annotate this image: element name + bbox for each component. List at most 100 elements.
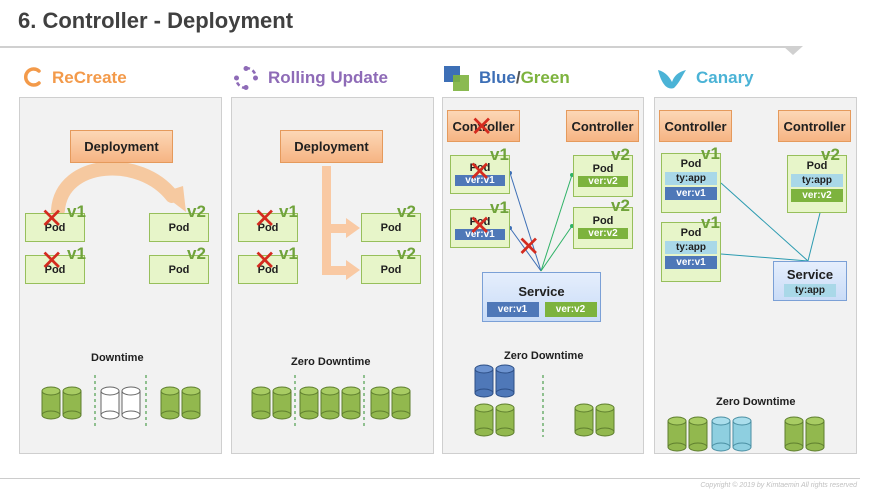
rolling-pod-v1-bottom: Pod	[238, 255, 298, 284]
bg-link-v1-top	[509, 172, 542, 272]
bg-delete-icon-top: ✕	[468, 156, 492, 187]
bg-delete-icon-bottom: ✕	[468, 210, 492, 241]
cylinder-green	[391, 386, 411, 420]
rolling-v1-bottom-label: v1	[279, 244, 298, 263]
app-tag: ty:app	[665, 172, 717, 185]
recreate-pod-v1-bottom: Pod	[25, 255, 85, 284]
cylinder-green	[474, 403, 494, 437]
cylinder-green	[370, 386, 390, 420]
bluegreen-cylinders-green-left	[473, 403, 519, 442]
recreate-title: ReCreate	[52, 68, 127, 87]
recreate-swap-arrow	[51, 161, 179, 217]
page-title: 6. Controller - Deployment	[18, 8, 294, 33]
pod-label: Pod	[257, 263, 279, 276]
rolling-pod-v1-top: Pod	[238, 213, 298, 242]
rolling-delete-icon-bottom: ✕	[253, 245, 277, 276]
pod-label: Pod	[44, 221, 66, 234]
canary-v1-top-label: v1	[701, 144, 720, 163]
service-label: Service	[518, 284, 565, 299]
pod-label: Pod	[680, 158, 702, 170]
service-label: Service	[786, 267, 834, 282]
green-label: Green	[520, 68, 570, 87]
canary-pod-v1-top: Pod ty:app ver:v1	[661, 153, 721, 213]
bg-pod-v1-bottom: Pod ver:v1	[450, 209, 510, 248]
rolling-v2-top-label: v2	[397, 202, 416, 221]
selector-tag: ty:app	[784, 284, 836, 297]
rolling-stem	[322, 166, 331, 270]
recreate-pod-v1-top: Pod	[25, 213, 85, 242]
pod-label: Pod	[44, 263, 66, 276]
bg-v1-top-label: v1	[490, 145, 509, 164]
selector-tag-v2: ver:v2	[544, 302, 597, 317]
bg-service: Service ver:v1 ver:v2	[482, 272, 601, 322]
pod-label: Pod	[680, 227, 702, 239]
rolling-pod-v2-bottom: Pod	[361, 255, 421, 284]
cylinder-green	[160, 386, 180, 420]
cylinder-blue	[495, 364, 515, 398]
ver-tag: ver:v1	[665, 187, 717, 200]
rolling-update-title: Rolling Update	[268, 68, 388, 87]
recreate-icon	[22, 66, 44, 88]
recreate-v2-bottom-label: v2	[187, 244, 206, 263]
recreate-delete-icon-bottom: ✕	[40, 245, 64, 276]
canary-v1-bottom-label: v1	[701, 213, 720, 232]
ver-tag: ver:v1	[665, 256, 717, 269]
canary-link-v1-bottom	[720, 253, 809, 262]
cylinder-green	[688, 416, 708, 452]
recreate-cylinders	[40, 386, 210, 425]
rolling-caption: Zero Downtime	[291, 356, 371, 368]
bg-pod-v2-top: Pod ver:v2	[573, 155, 633, 197]
selector-tag-v1: ver:v1	[486, 302, 539, 317]
cylinder-green	[341, 386, 361, 420]
rolling-branch-2	[322, 266, 348, 275]
footer-divider	[0, 478, 860, 479]
bg-v1-bottom-label: v1	[490, 198, 509, 217]
canary-caption: Zero Downtime	[716, 396, 796, 408]
bg-link-v2-bottom	[540, 225, 573, 272]
ver-tag: ver:v2	[791, 189, 843, 202]
bluegreen-cylinders-blue	[473, 364, 519, 403]
recreate-caption: Downtime	[91, 352, 144, 364]
canary-pod-v2: Pod ty:app ver:v2	[787, 155, 847, 213]
canary-cylinders	[666, 416, 836, 457]
cylinder-green	[495, 403, 515, 437]
pod-label: Pod	[469, 216, 491, 228]
cylinder-green	[574, 403, 594, 437]
cylinder-green	[299, 386, 319, 420]
header-divider	[0, 46, 790, 48]
bg-disconnect-icon: ✕	[517, 231, 541, 262]
rolling-cylinders	[250, 386, 420, 425]
canary-controller-v1: Controller	[659, 110, 732, 142]
bg-v2-bottom-label: v2	[611, 196, 630, 215]
pod-label: Pod	[469, 162, 491, 174]
cylinder-green	[805, 416, 825, 452]
bg-pod-v1-top: Pod ver:v1	[450, 155, 510, 194]
recreate-deployment: Deployment	[70, 130, 173, 163]
blue-green-title: Blue/Green	[479, 68, 570, 88]
cylinder-empty	[121, 386, 141, 420]
app-tag: ty:app	[665, 241, 717, 254]
rolling-branch-1	[322, 224, 348, 233]
canary-service: Service ty:app	[773, 261, 847, 301]
copyright-notice: Copyright © 2019 by Kimtaemin All rights…	[700, 482, 857, 489]
cylinder-green	[667, 416, 687, 452]
bg-controller-delete-icon: ✕	[470, 111, 494, 142]
rolling-v1-top-label: v1	[279, 202, 298, 221]
rolling-update-icon	[234, 66, 258, 90]
ver-tag: ver:v2	[578, 176, 628, 187]
rolling-pod-v2-top: Pod	[361, 213, 421, 242]
ver-tag: ver:v1	[455, 175, 505, 186]
blue-label: Blue	[479, 68, 516, 87]
rolling-delete-icon-top: ✕	[253, 203, 277, 234]
bg-v2-top-label: v2	[611, 145, 630, 164]
cylinder-blue	[474, 364, 494, 398]
cylinder-green	[320, 386, 340, 420]
title-separator: /	[515, 68, 521, 87]
header-divider-notch	[783, 46, 803, 55]
ver-tag: ver:v1	[455, 229, 505, 240]
cylinder-green	[62, 386, 82, 420]
recreate-pod-v2-top: Pod	[149, 213, 209, 242]
pod-label: Pod	[380, 221, 402, 234]
canary-link-v1-top	[720, 182, 809, 262]
